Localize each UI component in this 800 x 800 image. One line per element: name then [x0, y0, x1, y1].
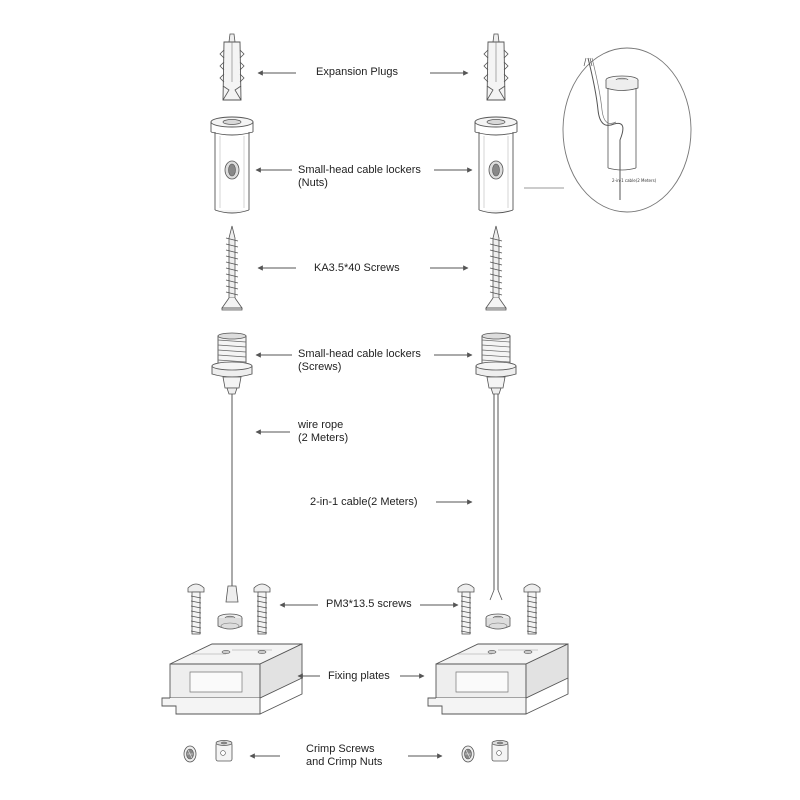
cable-split-ends: [489, 589, 503, 601]
label-wire-rope-length: (2 Meters): [298, 432, 349, 444]
crimp-screw-right: [461, 745, 475, 763]
detail-callout-circle: [562, 47, 692, 213]
label-ka-screws: KA3.5*40 Screws: [314, 262, 400, 274]
expansion-plug-left: [219, 33, 245, 101]
callout-arrows: [249, 70, 473, 759]
expansion-plug-right: [483, 33, 509, 101]
label-fixing-plates: Fixing plates: [328, 670, 390, 682]
grommet-left: [217, 613, 243, 630]
grommet-right: [485, 613, 511, 630]
pm-screw-left-a: [187, 583, 205, 635]
cable-locker-screw-right: [475, 332, 517, 395]
label-cable-lockers-nuts-sub: (Nuts): [298, 177, 328, 189]
label-crimp-nuts: and Crimp Nuts: [306, 756, 383, 768]
ka-screw-left: [221, 225, 243, 311]
label-expansion-plugs: Expansion Plugs: [316, 66, 398, 78]
cable-locker-nut-right: [474, 116, 518, 214]
pm-screw-left-b: [253, 583, 271, 635]
fixing-plate-right: [427, 643, 569, 715]
label-wire-rope: wire rope: [298, 419, 344, 431]
label-two-in-one-cable: 2-in-1 cable(2 Meters): [310, 496, 418, 508]
label-cable-lockers-screws: Small-head cable lockers: [298, 348, 421, 360]
crimp-nut-left: [215, 740, 233, 762]
cable-locker-nut-left: [210, 116, 254, 214]
crimp-screw-left: [183, 745, 197, 763]
wire-rope-end: [225, 585, 239, 603]
cable-locker-screw-left: [211, 332, 253, 395]
label-crimp-screws: Crimp Screws: [306, 743, 375, 755]
crimp-nut-right: [491, 740, 509, 762]
detail-nut-with-cable: [583, 57, 639, 200]
detail-caption: 2-in-1 cable(2 Meters): [612, 178, 657, 183]
label-pm-screws: PM3*13.5 screws: [326, 598, 412, 610]
fixing-plate-left: [161, 643, 303, 715]
ka-screw-right: [485, 225, 507, 311]
pm-screw-right-b: [523, 583, 541, 635]
label-cable-lockers-screws-sub: (Screws): [298, 361, 342, 373]
label-cable-lockers-nuts: Small-head cable lockers: [298, 164, 421, 176]
pm-screw-right-a: [457, 583, 475, 635]
